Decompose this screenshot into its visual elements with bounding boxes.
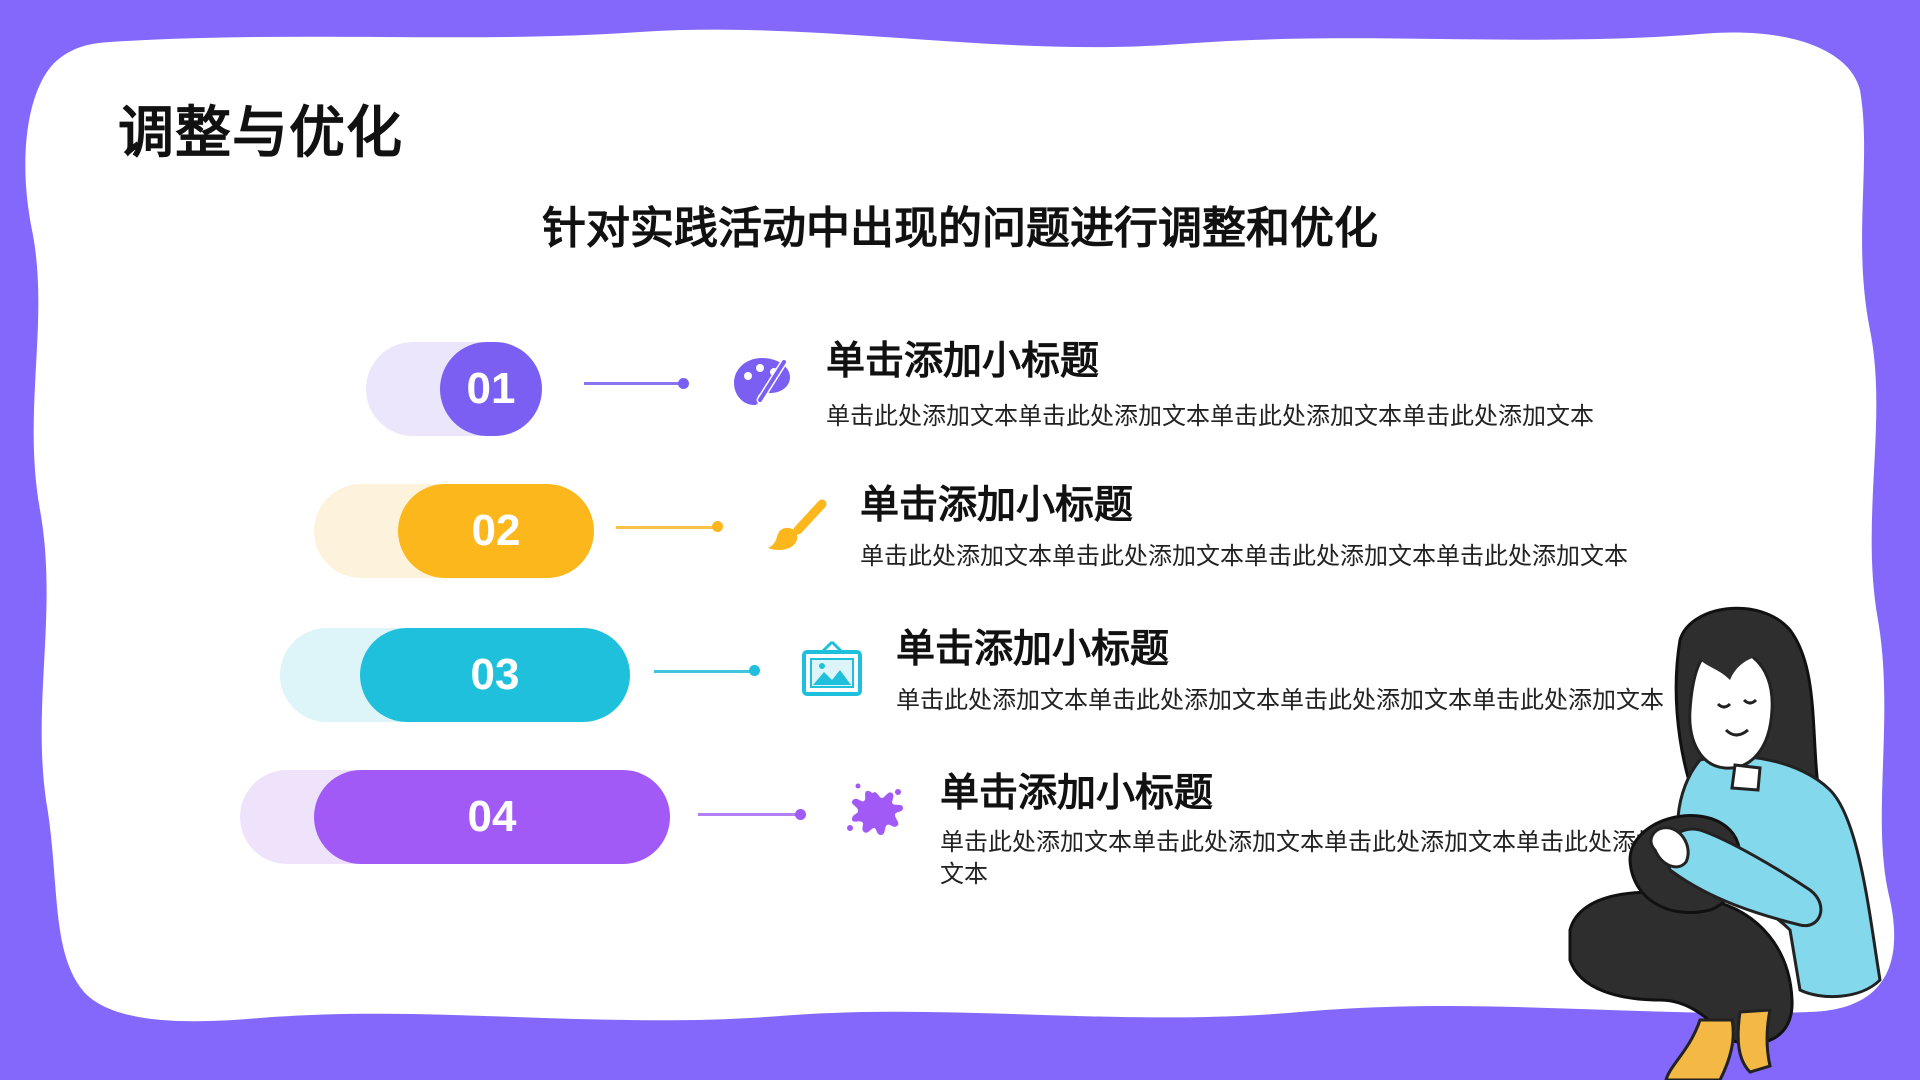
item-heading: 单击添加小标题 bbox=[826, 339, 1100, 384]
item-heading: 单击添加小标题 bbox=[860, 483, 1134, 528]
paint-splash-icon bbox=[847, 783, 903, 835]
connector-line bbox=[616, 526, 716, 529]
number-badge: 02 bbox=[398, 484, 594, 578]
connector-line bbox=[654, 670, 754, 673]
palette-icon bbox=[734, 358, 790, 405]
connector-dot bbox=[795, 809, 806, 820]
item-description: 单击此处添加文本单击此处添加文本单击此处添加文本单击此处添加文本 bbox=[940, 828, 1660, 888]
connector-line bbox=[698, 813, 798, 816]
page-title: 调整与优化 bbox=[118, 101, 403, 166]
page-subtitle: 针对实践活动中出现的问题进行调整和优化 bbox=[542, 203, 1378, 254]
number-badge: 04 bbox=[314, 770, 670, 864]
item-description: 单击此处添加文本单击此处添加文本单击此处添加文本单击此处添加文本 bbox=[896, 686, 1664, 714]
framed-picture-icon bbox=[802, 640, 862, 696]
number-badge: 01 bbox=[440, 342, 542, 436]
number-badge: 03 bbox=[360, 628, 630, 722]
connector-line bbox=[584, 382, 682, 385]
connector-dot bbox=[749, 665, 760, 676]
item-heading: 单击添加小标题 bbox=[896, 627, 1170, 672]
list-item: 03 单击添加小标题 单击此处添加文本单击此处添加文本单击此处添加文本单击此处添… bbox=[0, 0, 1920, 722]
list-item: 01 单击添加小标题 单击此处添加文本单击此处添加文本单击此处添加文本单击此处添… bbox=[0, 0, 1920, 436]
item-description: 单击此处添加文本单击此处添加文本单击此处添加文本单击此处添加文本 bbox=[826, 402, 1594, 430]
item-description: 单击此处添加文本单击此处添加文本单击此处添加文本单击此处添加文本 bbox=[860, 542, 1628, 570]
connector-dot bbox=[678, 378, 689, 389]
item-heading: 单击添加小标题 bbox=[940, 771, 1214, 816]
list-item: 04 单击添加小标题 单击此处添加文本单击此处添加文本单击此处添加文本单击此处添… bbox=[0, 0, 1920, 888]
list-item: 02 单击添加小标题 单击此处添加文本单击此处添加文本单击此处添加文本单击此处添… bbox=[0, 0, 1920, 578]
sitting-person-illustration bbox=[1568, 606, 1882, 1080]
paintbrush-icon bbox=[768, 499, 827, 550]
connector-dot bbox=[712, 521, 723, 532]
